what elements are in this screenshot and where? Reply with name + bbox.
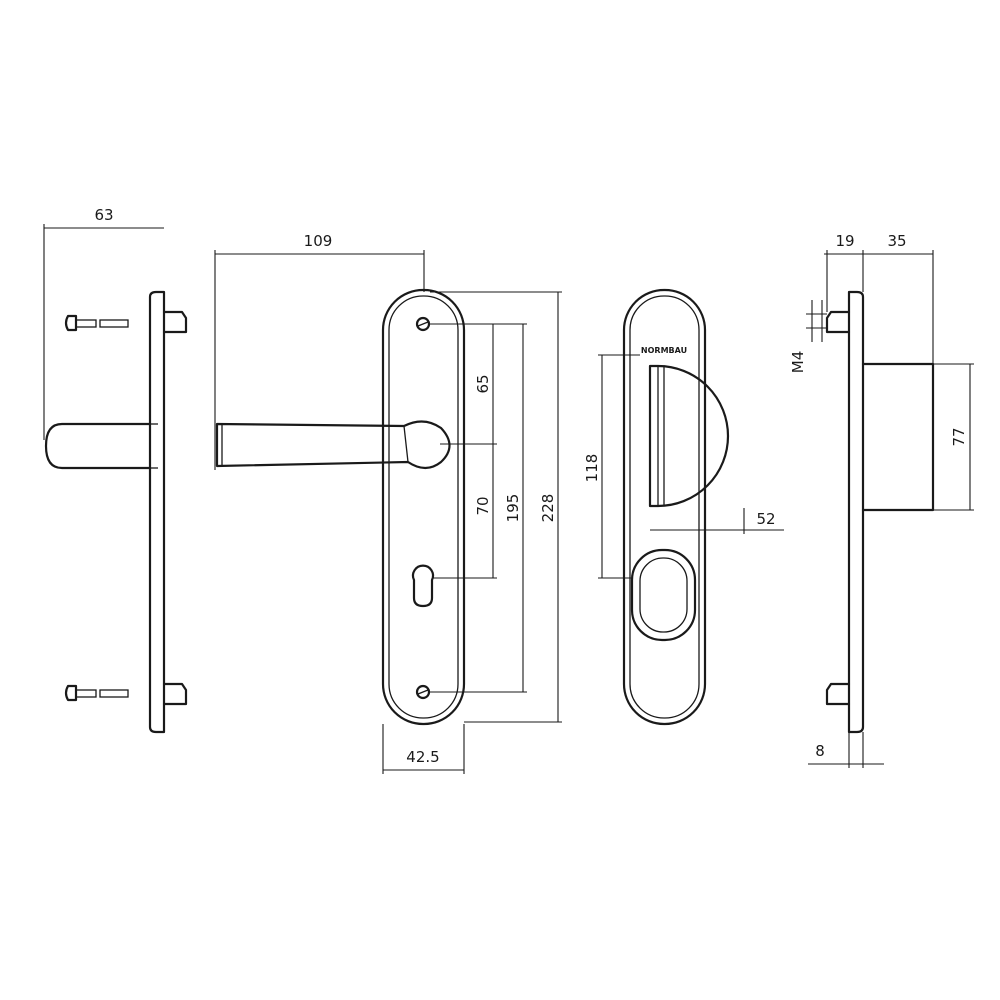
dim-195-label: 195	[504, 494, 522, 523]
front-plate-outer	[381, 288, 466, 726]
side-plate	[148, 290, 166, 734]
front-view: 109 42.5 65 70 195	[214, 232, 562, 774]
front-plate-inner	[388, 295, 459, 719]
dim-19-35: 19 35	[824, 232, 934, 364]
dim-77: 77	[933, 363, 974, 511]
dim-63: 63	[43, 206, 164, 440]
dim-8-label: 8	[815, 742, 825, 760]
bottom-boss	[162, 682, 188, 706]
dim-118: 118	[583, 354, 640, 579]
right-bottom-boss	[825, 682, 851, 706]
dim-65: 65	[474, 324, 494, 444]
rear-plate-inner	[629, 295, 700, 719]
dim-195: 195	[504, 324, 524, 692]
cover-block	[861, 362, 935, 512]
dim-52-label: 52	[756, 510, 775, 528]
dim-77-label: 77	[950, 427, 968, 446]
dim-65-label: 65	[474, 374, 492, 393]
side-view-right: M4 19 35 77 8	[789, 232, 974, 768]
cylinder-hole	[411, 564, 435, 608]
screw-bottom	[64, 684, 129, 702]
screw-top	[64, 314, 129, 332]
screw-head-bottom	[415, 684, 431, 700]
dim-m4: M4	[789, 300, 827, 373]
lever	[215, 420, 451, 470]
brand-label: NORMBAU	[641, 346, 687, 355]
dim-109: 109	[214, 232, 425, 470]
dim-m4-label: M4	[789, 351, 807, 374]
lever-profile	[44, 422, 152, 470]
dim-42-5: 42.5	[382, 724, 465, 774]
cylinder-opening	[630, 548, 697, 642]
top-boss	[162, 310, 188, 334]
dim-52: 52	[650, 508, 784, 534]
dim-19-label: 19	[835, 232, 854, 250]
screw-head-top	[415, 316, 431, 332]
dim-70-label: 70	[474, 496, 492, 515]
dim-228: 228	[539, 292, 559, 722]
dim-42-5-label: 42.5	[406, 748, 439, 766]
cover-half-round	[648, 364, 730, 508]
dim-109-label: 109	[304, 232, 333, 250]
dim-70: 70	[474, 444, 494, 578]
right-plate	[847, 290, 865, 734]
dim-63-label: 63	[94, 206, 113, 224]
dim-35-label: 35	[887, 232, 906, 250]
side-view-left: 63	[43, 206, 188, 734]
rear-view: NORMBAU 118 52	[583, 288, 784, 726]
dim-228-label: 228	[539, 494, 557, 523]
right-top-boss	[825, 310, 851, 334]
dim-118-label: 118	[583, 454, 601, 483]
dim-8: 8	[808, 732, 884, 768]
rear-plate-outer	[622, 288, 707, 726]
